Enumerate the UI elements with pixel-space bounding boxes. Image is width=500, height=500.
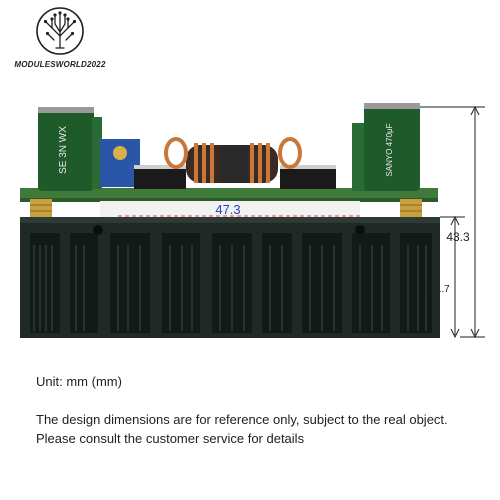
height-label: 43.3 [446,230,470,244]
heatsink-height-dimension [440,215,465,339]
svg-text:SANYO 470μF: SANYO 470μF [385,123,394,176]
inductor-coil [164,137,302,183]
heatsink [20,217,440,338]
disclaimer-line-1: The design dimensions are for reference … [36,412,448,427]
unit-caption: Unit: mm (mm) [36,374,122,389]
height-dimension [420,105,485,339]
brand-logo: MODULESWORLD2022 [0,6,120,69]
dc-dc-converter-module-image: SE 3N WX SANYO 470μF 47.3 [20,103,485,339]
brass-standoffs [30,199,422,217]
capacitor-right: SANYO 470μF [364,103,420,191]
heatsink-height-label: 21.7 [430,284,450,295]
disclaimer-line-2: Please consult the customer service for … [36,431,305,446]
logo-text: MODULESWORLD2022 [14,60,106,69]
capacitor-left: SE 3N WX [38,107,94,191]
svg-text:SE 3N WX: SE 3N WX [58,126,69,174]
pcb-board [20,188,438,200]
tree-circuit-logo-icon [36,7,84,55]
width-label: 47.3 [215,202,240,217]
width-dimension: 47.3 [118,202,360,217]
